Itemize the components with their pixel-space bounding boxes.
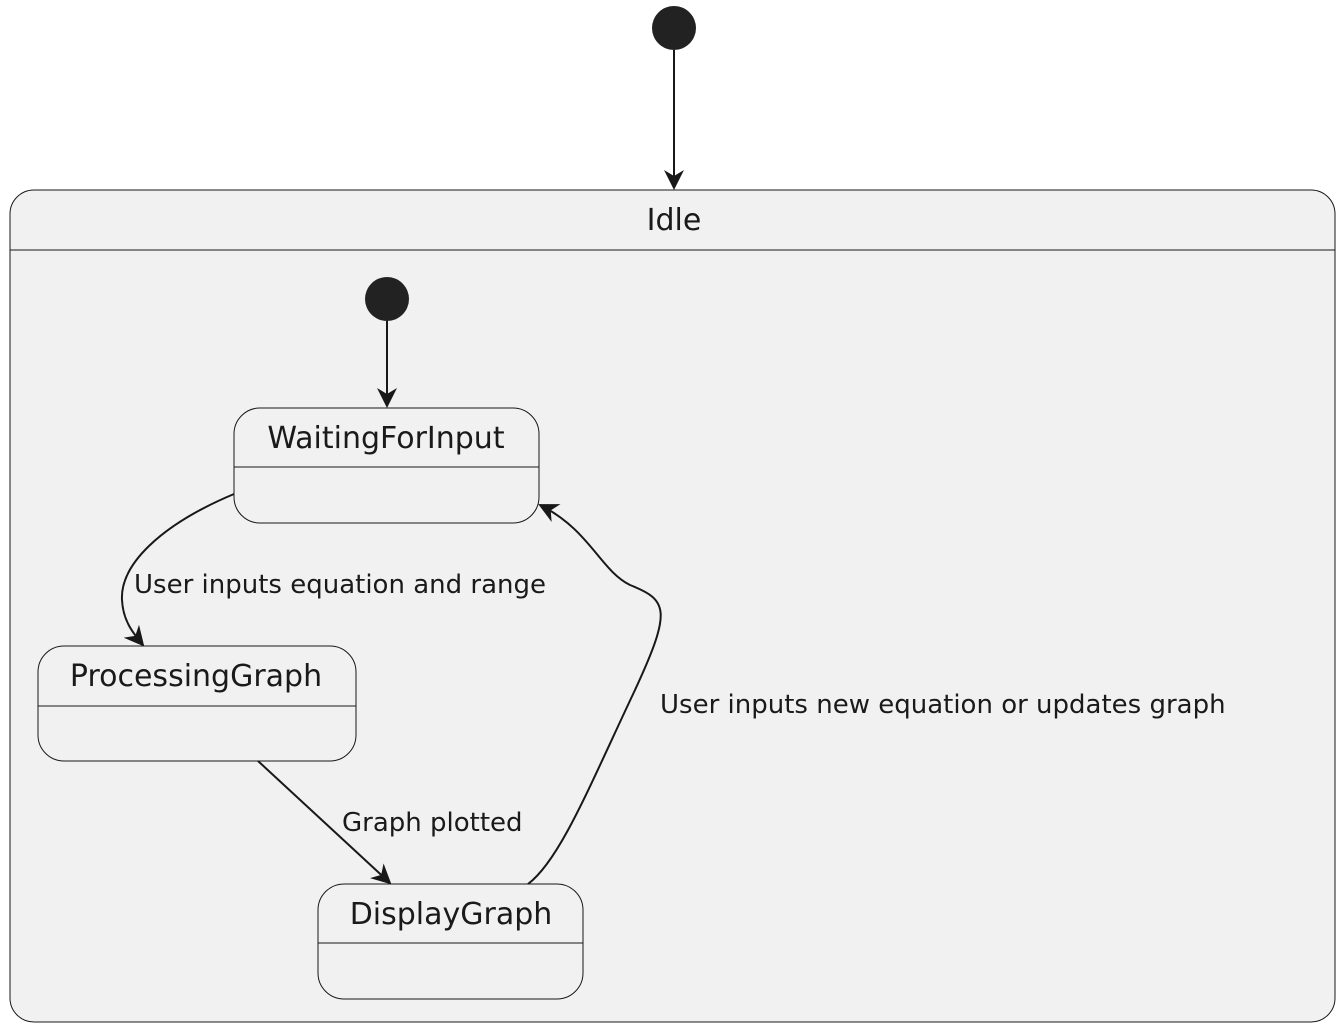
edge-label-waiting-to-processing: User inputs equation and range: [134, 570, 546, 600]
state-processing-graph: ProcessingGraph: [37, 645, 357, 762]
state-waiting-for-input-label: WaitingForInput: [267, 421, 504, 456]
edge-waiting-to-processing: [120, 493, 235, 647]
edge-label-processing-to-display: Graph plotted: [342, 808, 523, 838]
edge-processing-to-display: [257, 760, 392, 885]
state-waiting-for-input: WaitingForInput: [233, 407, 540, 524]
state-display-graph-label: DisplayGraph: [350, 897, 553, 932]
inner-initial-state: [365, 277, 409, 321]
edge-display-to-waiting: [527, 504, 662, 885]
outer-initial-state: [652, 6, 696, 50]
edge-label-display-to-waiting: User inputs new equation or updates grap…: [660, 690, 1226, 720]
state-processing-graph-label: ProcessingGraph: [70, 659, 322, 694]
state-display-graph: DisplayGraph: [317, 883, 584, 1000]
composite-state-title: Idle: [647, 203, 702, 238]
composite-state-idle: Idle: [9, 189, 1336, 1023]
